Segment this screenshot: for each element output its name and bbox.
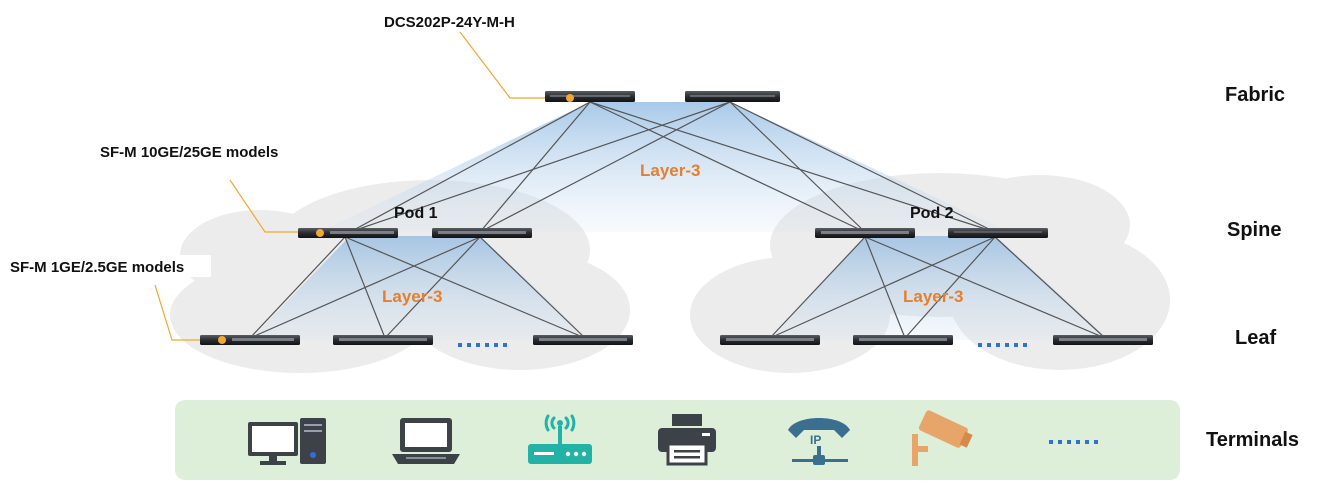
wifi-router-icon <box>528 414 592 464</box>
pod1-glow <box>250 236 590 340</box>
fabric-switch-2 <box>685 91 780 102</box>
pod1-spine-switch-1 <box>298 228 398 238</box>
layer3-pod2-label: Layer-3 <box>903 287 963 306</box>
tier-leaf-label: Leaf <box>1235 327 1276 349</box>
pod2-leaf-ellipsis <box>978 343 1027 347</box>
pod2-spine-switch-2 <box>948 228 1048 238</box>
pod1-links <box>249 236 586 339</box>
pod2-leaf-switch-2 <box>853 335 953 345</box>
pod2-glow <box>770 236 1110 340</box>
pod2-spine-switch-1 <box>815 228 915 238</box>
layer3-top-label: Layer-3 <box>640 161 700 180</box>
tier-spine-label: Spine <box>1227 219 1281 241</box>
leaf-callout-bg <box>6 255 211 277</box>
fabric-switch-1 <box>545 91 635 102</box>
surveillance-camera-icon <box>912 410 973 466</box>
pod1-leaf-switch-1 <box>200 335 300 345</box>
pod1-leaf-switch-2 <box>333 335 433 345</box>
fabric-spine-links <box>349 101 996 233</box>
svg-text:IP: IP <box>810 433 821 447</box>
pod2-label: Pod 2 <box>910 205 954 222</box>
pod2-leaf-switch-1 <box>720 335 820 345</box>
terminals-ellipsis <box>1049 440 1098 444</box>
pod2-links <box>769 236 1106 339</box>
tier-fabric-label: Fabric <box>1225 84 1285 106</box>
pod1-leaf-ellipsis <box>458 343 507 347</box>
fabric-model-callout: DCS202P-24Y-M-H <box>384 14 515 31</box>
laptop-icon <box>392 418 460 464</box>
fabric-glow <box>320 102 1010 232</box>
layer3-pod1-label: Layer-3 <box>382 287 442 306</box>
leaf-models-callout: SF-M 1GE/2.5GE models <box>10 259 184 276</box>
pod1-label: Pod 1 <box>394 205 438 222</box>
pod2-leaf-switch-3 <box>1053 335 1153 345</box>
tier-terminals-label: Terminals <box>1206 429 1299 451</box>
ip-phone-icon: IP <box>788 418 850 465</box>
spine-models-callout: SF-M 10GE/25GE models <box>100 144 278 161</box>
desktop-computer-icon <box>248 418 326 465</box>
pod1-spine-switch-2 <box>432 228 532 238</box>
printer-icon <box>658 414 716 466</box>
pod1-leaf-switch-3 <box>533 335 633 345</box>
